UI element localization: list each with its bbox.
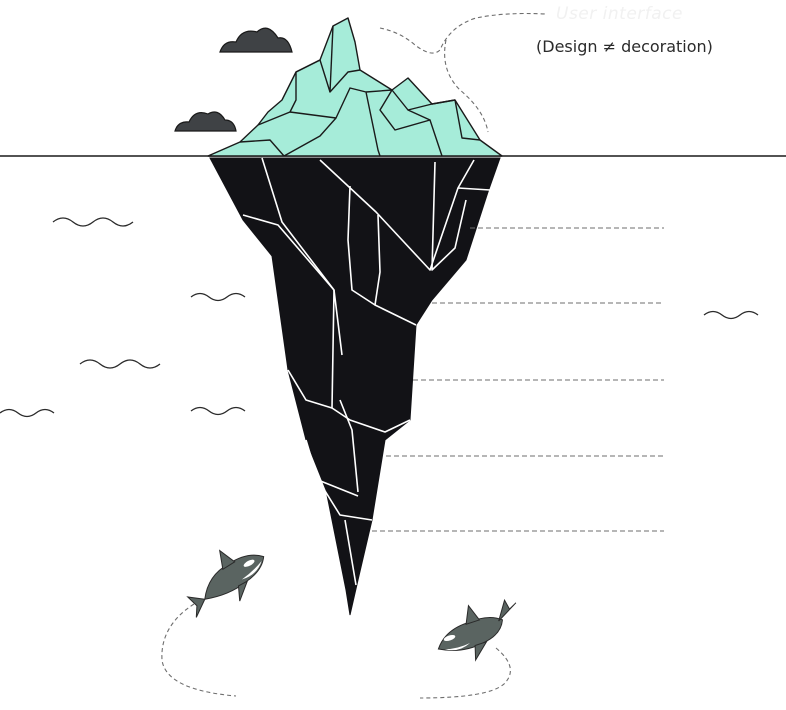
- orca-icon: [186, 549, 265, 618]
- wave-icon: [79, 359, 161, 369]
- cloud-icon: [174, 111, 237, 132]
- orca-trail: [419, 647, 511, 699]
- wave-icon: [190, 292, 246, 302]
- wave-icon: [703, 310, 759, 320]
- tip-connector: [379, 12, 547, 54]
- level-lines: [372, 227, 664, 532]
- iceberg-tip: [207, 17, 503, 157]
- wave-icon: [0, 408, 55, 418]
- waves: [0, 217, 759, 418]
- orca-icon: [437, 598, 517, 662]
- tip-subtitle: (Design ≠ decoration): [536, 37, 713, 56]
- cloud-icon: [219, 27, 293, 53]
- tip-title: User interface: [556, 4, 683, 24]
- iceberg-body: [209, 157, 501, 616]
- wave-icon: [190, 406, 246, 416]
- orca-trail: [161, 603, 237, 697]
- tip-connector-2: [444, 39, 489, 133]
- wave-icon: [52, 217, 134, 227]
